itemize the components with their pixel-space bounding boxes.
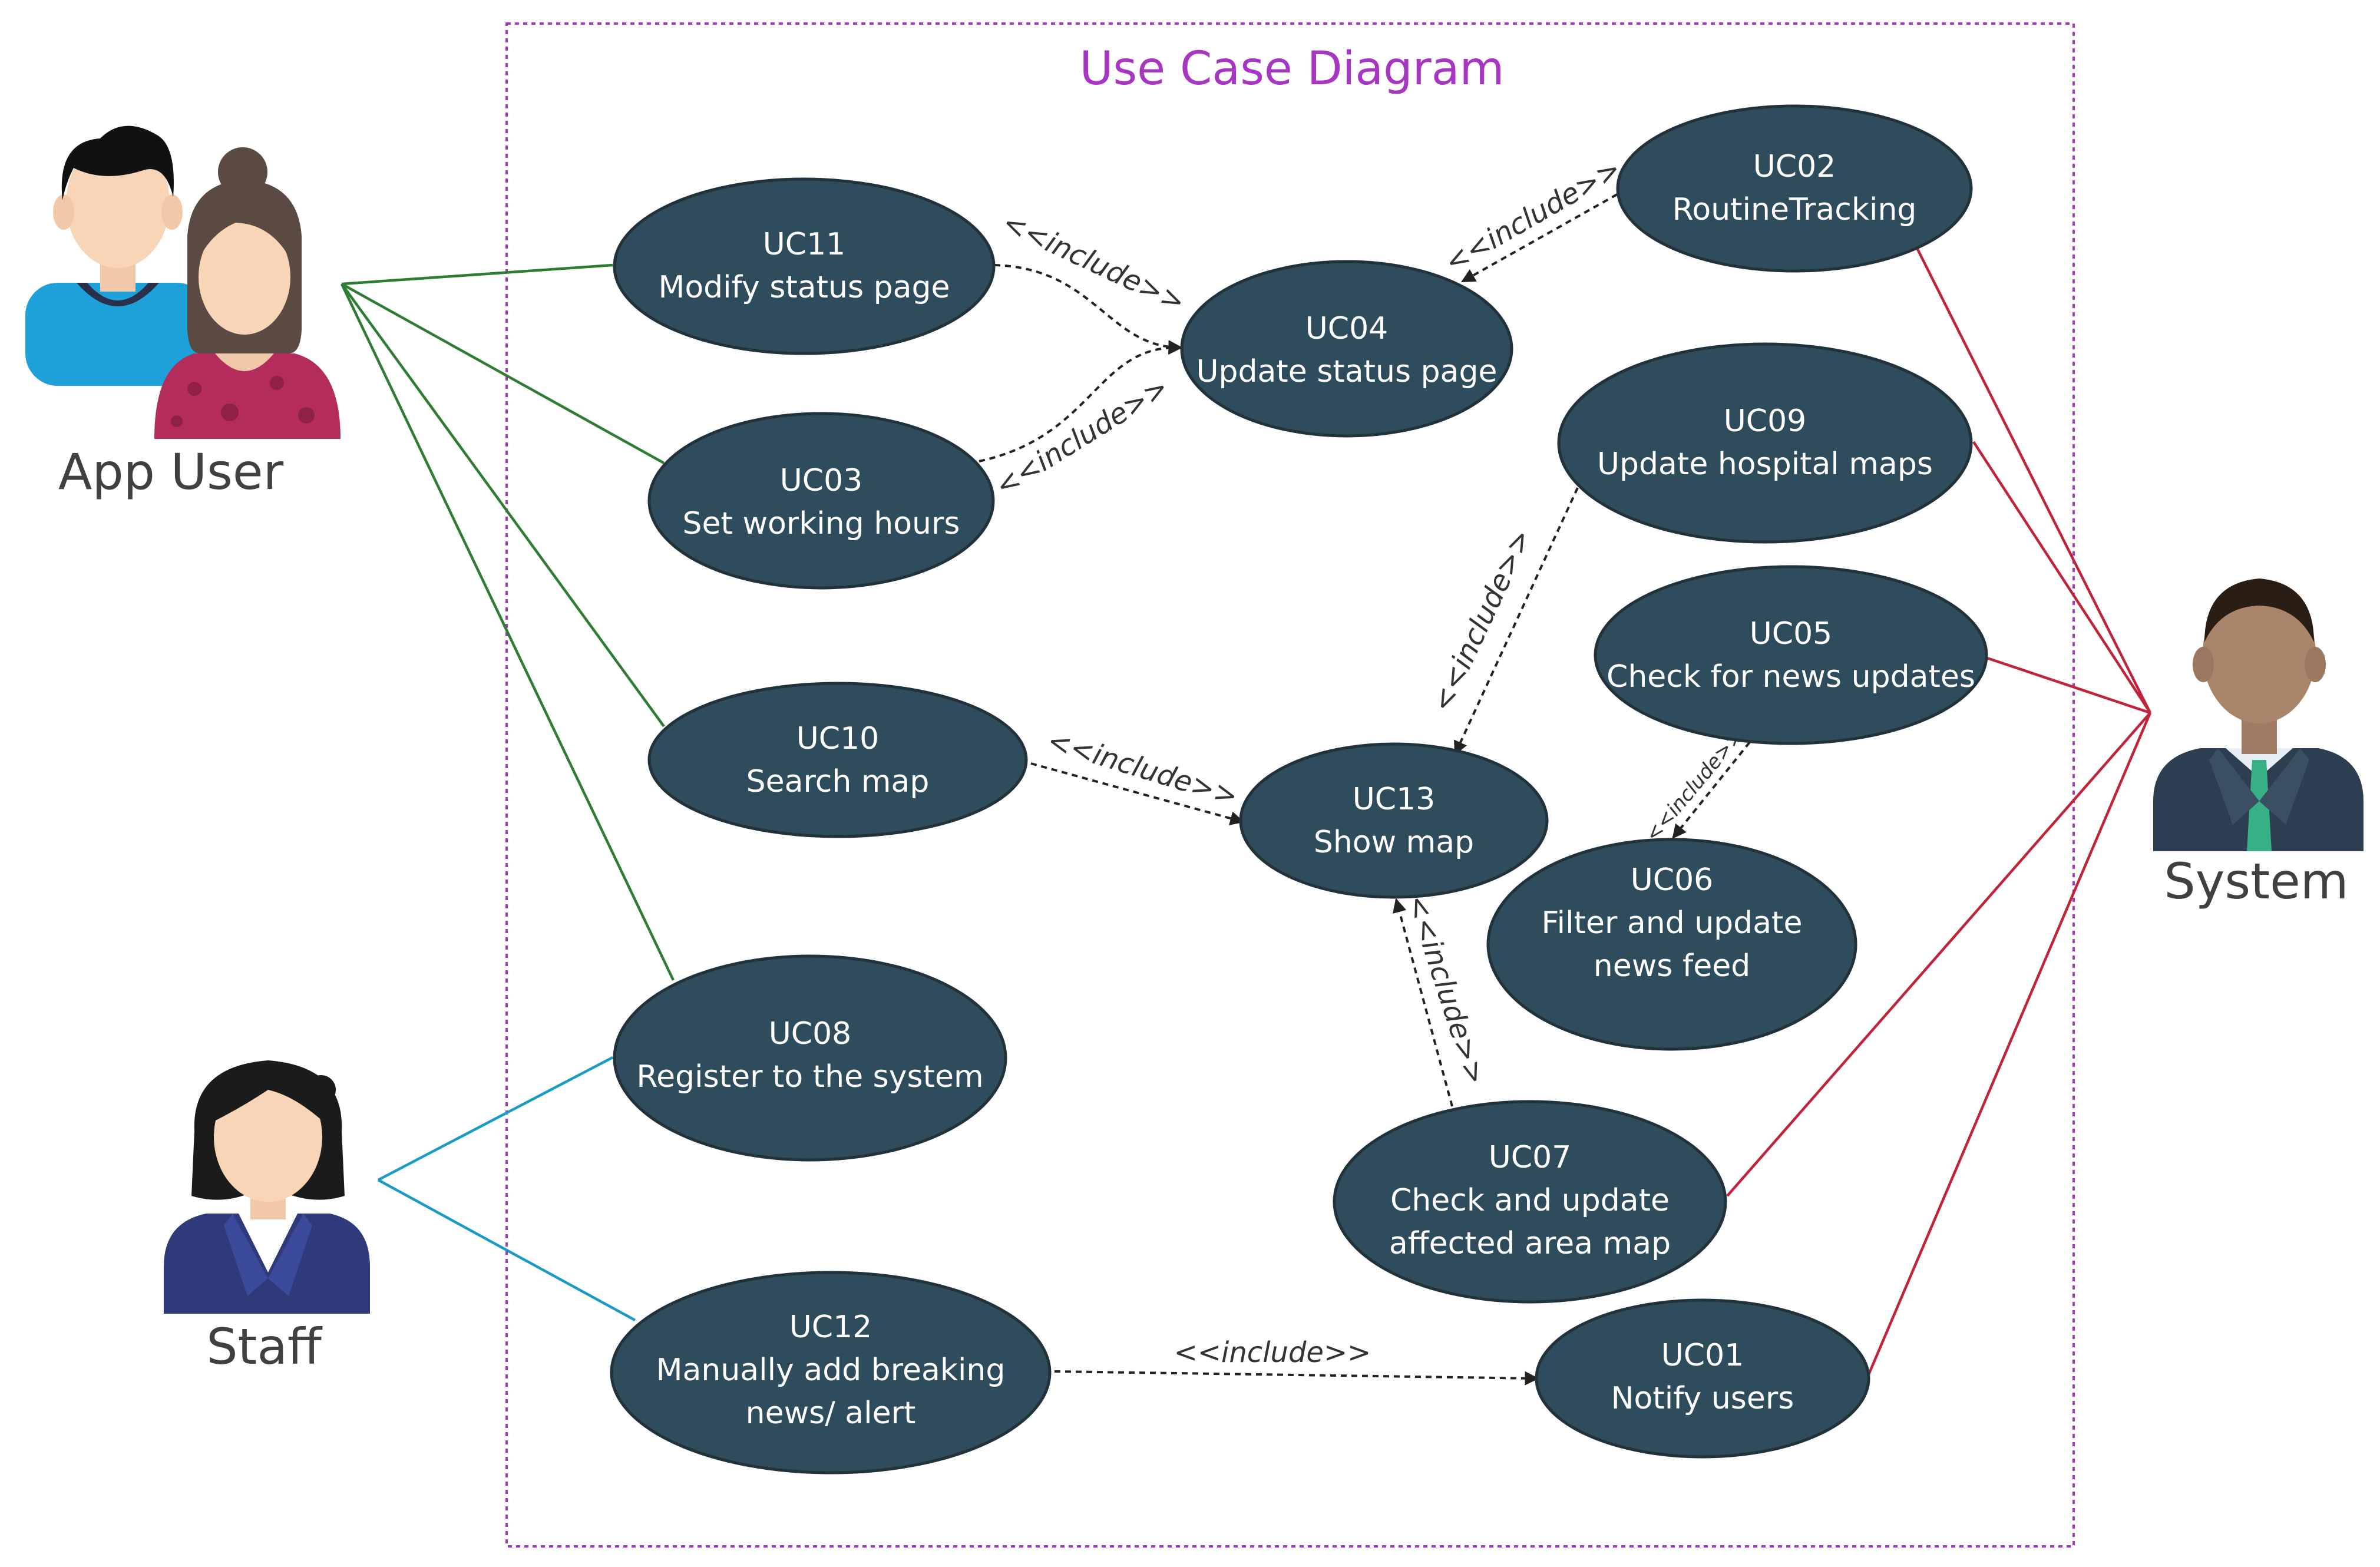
uc01-id: UC01 [1661, 1338, 1744, 1373]
use-case-uc04[interactable]: UC04 Update status page [1180, 260, 1513, 438]
use-case-uc10[interactable]: UC10 Search map [647, 682, 1028, 838]
uc13-name: Show map [1314, 825, 1474, 860]
uc02-id: UC02 [1753, 149, 1836, 184]
uc06-name-line2: news feed [1594, 948, 1750, 984]
uc07-id: UC07 [1489, 1140, 1572, 1175]
include-label-uc02-uc04: <<include>> [1439, 152, 1627, 279]
use-case-uc01[interactable]: UC01 Notify users [1535, 1298, 1870, 1459]
uc09-name: Update hospital maps [1597, 447, 1933, 482]
uc01-name: Notify users [1611, 1381, 1794, 1416]
uc09-id: UC09 [1724, 404, 1807, 439]
uc08-id: UC08 [769, 1016, 852, 1052]
include-label-uc11-uc04: <<include>> [997, 206, 1190, 319]
staff-actor[interactable]: Staff [164, 1060, 370, 1376]
use-case-uc03[interactable]: UC03 Set working hours [647, 412, 995, 590]
male-user-icon [25, 125, 209, 386]
app-user-label: App User [58, 443, 284, 501]
staff-associations [377, 1056, 636, 1321]
association-appuser-uc08 [340, 283, 675, 981]
include-label-uc12-uc01: <<include>> [1174, 1336, 1371, 1369]
association-system-uc01 [1866, 712, 2152, 1378]
uc11-name: Modify status page [658, 270, 950, 305]
association-system-uc02 [1916, 248, 2152, 714]
female-user-icon [154, 147, 341, 439]
association-system-uc09 [1972, 441, 2151, 714]
diagram-title: Use Case Diagram [1079, 42, 1504, 95]
uc04-name: Update status page [1196, 354, 1497, 389]
include-relationships [979, 193, 1751, 1386]
uc02-name: RoutineTracking [1672, 192, 1917, 227]
system-actor[interactable]: System [2153, 578, 2364, 910]
system-label: System [2164, 852, 2348, 910]
association-system-uc07 [1726, 712, 2151, 1197]
system-boundary [505, 22, 2075, 1548]
app-user-associations [340, 263, 675, 981]
uc03-name: Set working hours [683, 506, 960, 541]
uc06-id: UC06 [1631, 862, 1714, 898]
uc05-name: Check for news updates [1606, 659, 1975, 695]
use-case-uc05[interactable]: UC05 Check for news updates [1594, 565, 1988, 745]
include-uc03-uc04 [979, 340, 1183, 462]
use-case-uc13[interactable]: UC13 Show map [1239, 742, 1549, 899]
association-system-uc05 [1985, 656, 2151, 715]
use-case-uc11[interactable]: UC11 Modify status page [613, 177, 996, 355]
use-case-uc07[interactable]: UC07 Check and update affected area map [1333, 1100, 1727, 1304]
include-uc11-uc04 [994, 264, 1183, 355]
uc07-name-line1: Check and update [1390, 1183, 1670, 1218]
include-uc02-uc04 [1460, 193, 1618, 283]
uc06-name-line1: Filter and update [1542, 905, 1803, 941]
uc11-id: UC11 [763, 227, 846, 262]
include-label-uc07-uc13: <<include>> [1400, 891, 1493, 1089]
association-staff-uc12 [377, 1179, 636, 1321]
uc12-name-line1: Manually add breaking [656, 1353, 1006, 1388]
app-user-actor[interactable]: App User [25, 125, 341, 501]
uc10-name: Search map [746, 764, 930, 799]
use-case-uc02[interactable]: UC02 RoutineTracking [1616, 104, 1973, 273]
staff-label: Staff [206, 1318, 323, 1376]
association-appuser-uc03 [341, 283, 665, 464]
include-label-uc03-uc04: <<include>> [990, 371, 1175, 503]
system-person-icon [2153, 578, 2364, 851]
use-case-uc12[interactable]: UC12 Manually add breaking news/ alert [610, 1271, 1052, 1475]
include-uc12-uc01 [1054, 1370, 1539, 1386]
uc12-name-line2: news/ alert [746, 1396, 916, 1431]
uc08-name: Register to the system [636, 1059, 983, 1095]
include-uc07-uc13 [1393, 898, 1453, 1107]
staff-icon [164, 1060, 370, 1314]
use-case-uc08[interactable]: UC08 Register to the system [613, 954, 1007, 1162]
uc12-id: UC12 [789, 1310, 872, 1345]
include-label-uc05-uc06: <<include>> [1641, 724, 1748, 846]
include-label-uc09-uc13: <<include>> [1425, 524, 1538, 717]
association-appuser-uc10 [341, 283, 665, 728]
uc10-id: UC10 [796, 721, 880, 756]
system-associations [1726, 248, 2152, 1378]
uc05-id: UC05 [1750, 616, 1833, 652]
include-uc09-uc13 [1454, 487, 1579, 756]
include-label-uc10-uc13: <<include>> [1043, 724, 1242, 813]
uc13-id: UC13 [1353, 782, 1436, 817]
association-staff-uc08 [377, 1056, 614, 1181]
uc07-name-line2: affected area map [1389, 1226, 1671, 1261]
uc03-id: UC03 [780, 463, 863, 498]
include-uc10-uc13 [1030, 762, 1245, 825]
association-appuser-uc11 [341, 263, 613, 286]
use-case-uc09[interactable]: UC09 Update hospital maps [1557, 342, 1973, 544]
uc04-id: UC04 [1305, 311, 1389, 346]
use-case-uc06[interactable]: UC06 Filter and update news feed [1486, 838, 1857, 1051]
